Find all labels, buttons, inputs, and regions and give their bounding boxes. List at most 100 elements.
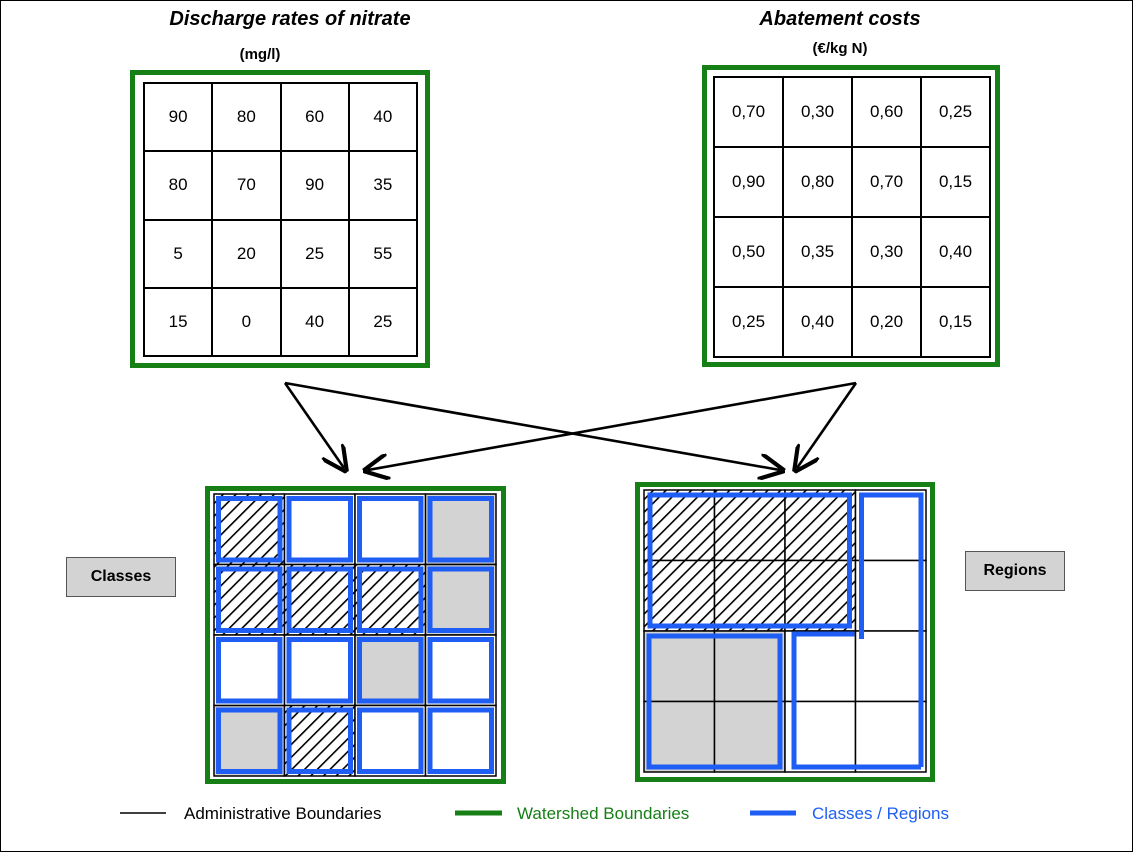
regions-cell-white (854, 559, 927, 632)
region-boundary-gray (646, 633, 783, 770)
abatement-cell: 0,35 (783, 217, 852, 287)
discharge-cell: 20 (212, 219, 281, 288)
classes-map (205, 486, 506, 784)
regions-cell-white (854, 630, 927, 703)
discharge-cell: 5 (144, 219, 213, 288)
regions-cell-white (854, 700, 927, 773)
regions-cell-gray (643, 700, 716, 773)
classes-label: Classes (66, 557, 176, 597)
discharge-cell: 80 (144, 151, 213, 220)
classes-class-boundary (286, 566, 353, 633)
regions-cell-white (784, 700, 857, 773)
regions-cell-hatch (784, 559, 857, 632)
abatement-cell: 0,80 (783, 147, 852, 217)
legend-swatches (120, 810, 796, 816)
discharge-cell: 35 (348, 151, 417, 220)
classes-class-boundary (427, 566, 494, 633)
abatement-cell: 0,25 (921, 77, 990, 147)
classes-cell-gray (213, 704, 286, 777)
discharge-cell: 90 (280, 151, 349, 220)
classes-cell-gray (424, 493, 497, 566)
regions-cell-hatch (784, 489, 857, 562)
regions-cell-hatch (643, 489, 716, 562)
arrow-abatement-to-regions (797, 382, 858, 468)
discharge-unit: (mg/l) (239, 46, 281, 63)
abatement-cell: 0,30 (783, 77, 852, 147)
classes-cell-hatch (283, 704, 356, 777)
abatement-cell: 0,60 (852, 77, 921, 147)
classes-class-boundary (427, 637, 494, 704)
region-boundary-white-lower (791, 631, 921, 770)
classes-cell-gray (354, 634, 427, 707)
classes-class-boundary (286, 496, 353, 563)
abatement-cell: 0,90 (714, 147, 783, 217)
classes-cell-hatch (283, 563, 356, 636)
regions-cell-gray (713, 630, 786, 703)
discharge-cell: 25 (280, 219, 349, 288)
discharge-cell: 70 (212, 151, 281, 220)
abatement-unit: (€/kg N) (812, 40, 868, 57)
classes-class-boundary (216, 707, 283, 774)
abatement-cell: 0,30 (852, 217, 921, 287)
classes-cell-white (283, 634, 356, 707)
classes-cell-white (424, 634, 497, 707)
regions-cell-hatch (713, 489, 786, 562)
abatement-cell: 0,15 (921, 287, 990, 357)
classes-cell-white (354, 704, 427, 777)
classes-class-boundary (286, 637, 353, 704)
classes-class-boundary (216, 496, 283, 563)
legend-watershed-label: Watershed Boundaries (517, 804, 690, 823)
classes-cell-hatch (354, 563, 427, 636)
discharge-cell: 80 (212, 83, 281, 152)
discharge-cell: 0 (212, 287, 281, 356)
regions-map (635, 482, 935, 782)
abatement-cell: 0,70 (714, 77, 783, 147)
classes-class-boundary (216, 637, 283, 704)
classes-class-boundary (357, 637, 424, 704)
discharge-cell: 40 (348, 83, 417, 152)
classes-class-boundary (357, 707, 424, 774)
abatement-cell: 0,20 (852, 287, 921, 357)
classes-cell-hatch (213, 563, 286, 636)
discharge-cell: 25 (348, 287, 417, 356)
classes-class-boundary (286, 707, 353, 774)
arrow-discharge-to-regions (284, 381, 780, 470)
discharge-cell: 40 (280, 287, 349, 356)
discharge-cell: 55 (348, 219, 417, 288)
abatement-cell: 0,50 (714, 217, 783, 287)
region-boundary-white-upper (859, 492, 924, 767)
classes-class-boundary (216, 566, 283, 633)
abatement-cell: 0,40 (921, 217, 990, 287)
classes-cell-white (283, 493, 356, 566)
abatement-cell: 0,15 (921, 147, 990, 217)
discharge-title: Discharge rates of nitrate (169, 8, 411, 30)
discharge-cell: 15 (144, 287, 213, 356)
regions-cell-white (854, 489, 927, 562)
discharge-cell: 90 (144, 83, 213, 152)
classes-class-boundary (427, 707, 494, 774)
abatement-cell: 0,70 (852, 147, 921, 217)
arrow-abatement-to-classes (368, 381, 857, 470)
discharge-cell: 60 (280, 83, 349, 152)
abatement-title: Abatement costs (759, 8, 921, 30)
arrow-discharge-to-classes (283, 382, 344, 468)
classes-cell-white (354, 493, 427, 566)
abatement-cell: 0,25 (714, 287, 783, 357)
abatement-cell: 0,40 (783, 287, 852, 357)
legend-admin-label: Administrative Boundaries (184, 804, 382, 823)
legend-classes-regions-label: Classes / Regions (812, 804, 950, 823)
classes-class-boundary (357, 496, 424, 563)
regions-cell-gray (713, 700, 786, 773)
classes-cell-white (424, 704, 497, 777)
regions-cell-hatch (713, 559, 786, 632)
classes-cell-hatch (213, 493, 286, 566)
classes-class-boundary (357, 566, 424, 633)
region-boundary-hatched (647, 492, 852, 629)
regions-label: Regions (965, 551, 1065, 591)
classes-cell-gray (424, 563, 497, 636)
